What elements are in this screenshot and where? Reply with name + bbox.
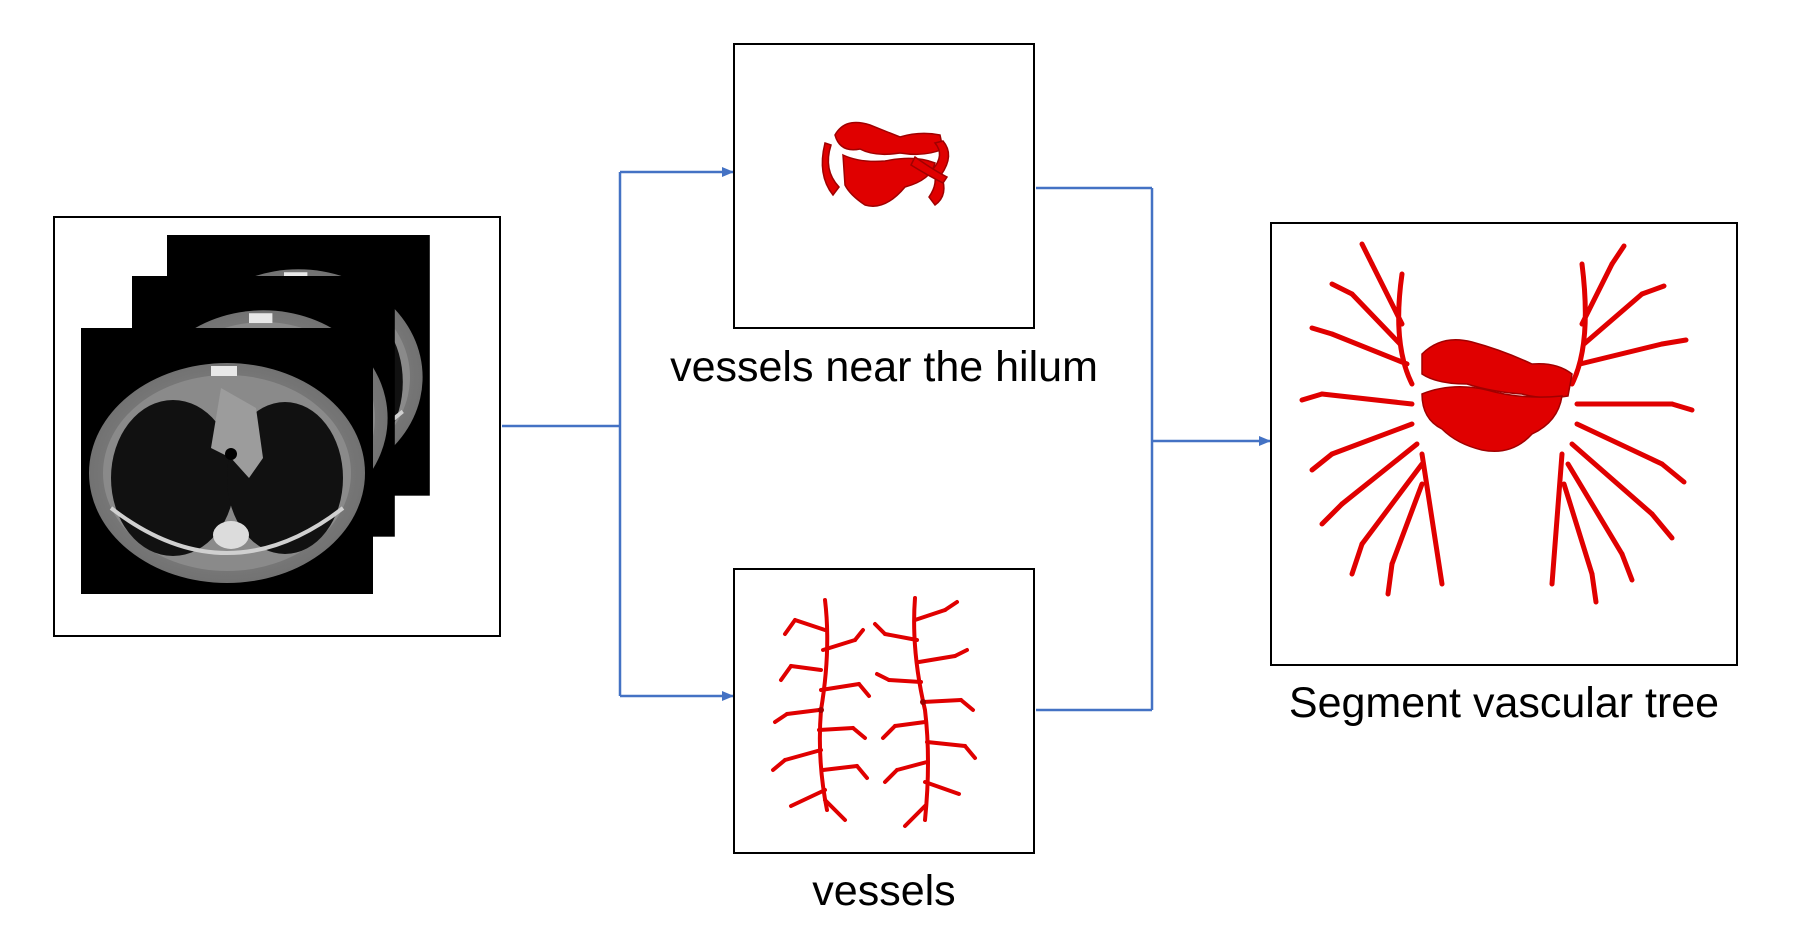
split-connector [502,167,734,701]
ct-input-frame [53,216,501,637]
ct-slice-stack-image [79,233,432,596]
vessels-frame [733,568,1035,854]
tree-label: Segment vascular tree [1288,679,1720,727]
peripheral-vessels-render [771,596,977,828]
hilum-label: vessels near the hilum [670,343,1098,391]
vascular-tree-render [1299,241,1695,605]
hilum-frame [733,43,1035,329]
hilum-vessels-render [821,121,950,207]
pulmonary-trunk [1421,339,1573,399]
merge-connector [1036,186,1271,712]
tree-frame [1270,222,1738,666]
vessels-label: vessels [812,867,956,915]
left-atrium [1421,386,1563,452]
ct-slice-front [79,326,375,596]
